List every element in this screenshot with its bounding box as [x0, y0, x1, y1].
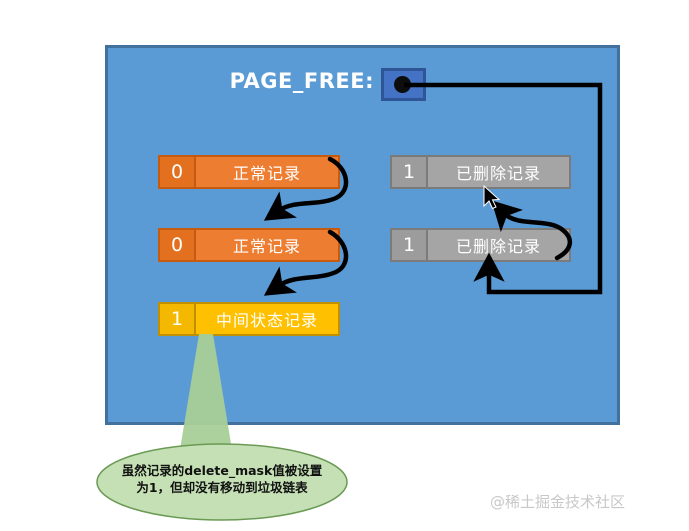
record-row-right-1: 1 已删除记录 [390, 155, 571, 189]
page-free-label: PAGE_FREE: [229, 69, 374, 93]
record-row-left-2: 0 正常记录 [158, 228, 340, 262]
callout-line-1: 虽然记录的delete_mask值被设置 [121, 463, 323, 478]
record-row-left-3: 1 中间状态记录 [158, 302, 340, 336]
delete-mask-flag: 1 [160, 304, 196, 334]
delete-mask-flag: 1 [392, 230, 428, 260]
record-label: 已删除记录 [455, 164, 541, 183]
delete-mask-flag: 0 [160, 230, 196, 260]
record-row-left-1: 0 正常记录 [158, 155, 340, 189]
record-label: 正常记录 [232, 237, 301, 256]
record-label: 中间状态记录 [215, 311, 318, 330]
pointer-dot-icon [394, 76, 411, 93]
record-label: 正常记录 [232, 164, 301, 183]
record-label: 已删除记录 [455, 237, 541, 256]
delete-mask-flag: 0 [160, 157, 196, 187]
watermark: @稀土掘金技术社区 [490, 493, 626, 511]
callout-line-2: 为1，但却没有移动到垃圾链表 [136, 480, 308, 495]
delete-mask-flag: 1 [392, 157, 428, 187]
record-row-right-2: 1 已删除记录 [390, 228, 571, 262]
callout-text: 虽然记录的delete_mask值被设置 为1，但却没有移动到垃圾链表 [98, 462, 346, 496]
